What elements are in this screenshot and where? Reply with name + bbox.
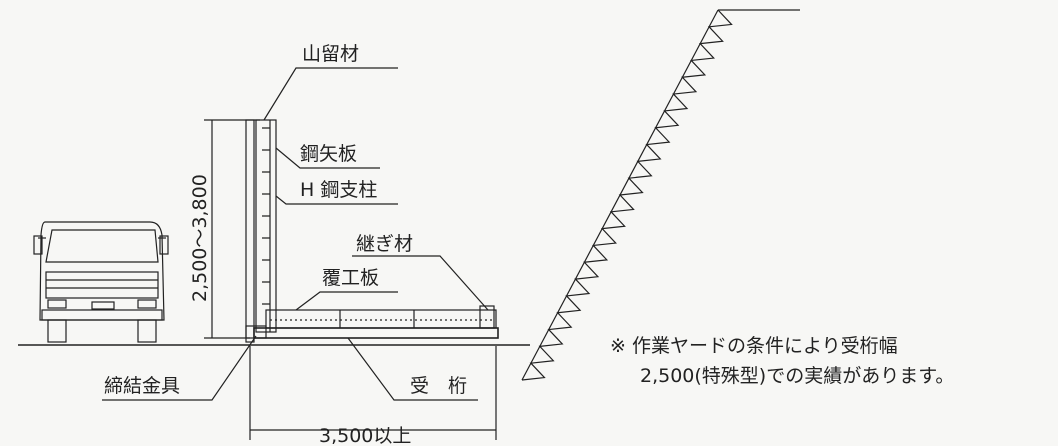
slope-hillside bbox=[521, 9, 800, 381]
label-h-kou-shichu: H 鋼支柱 bbox=[300, 179, 377, 201]
label-yamadomezai: 山留材 bbox=[302, 43, 359, 65]
height-dimension-label: 2,500～3,800 bbox=[189, 174, 211, 302]
label-kouyaita: 鋼矢板 bbox=[300, 143, 357, 165]
deck-and-girder bbox=[253, 305, 499, 339]
label-teiketsu-kanagu: 締結金具 bbox=[104, 375, 180, 397]
label-tsugizai: 継ぎ材 bbox=[356, 233, 413, 255]
retaining-wall bbox=[245, 119, 277, 343]
note-line-2: 2,500(特殊型)での実績があります。 bbox=[640, 365, 954, 387]
note-line-1: ※ 作業ヤードの条件により受桁幅 bbox=[610, 335, 898, 357]
width-dimension bbox=[249, 346, 497, 440]
truck-illustration bbox=[33, 221, 169, 343]
height-dimension bbox=[204, 119, 260, 339]
label-fukkouban: 覆工板 bbox=[322, 267, 379, 289]
label-ukegeta: 受 桁 bbox=[410, 375, 467, 397]
width-dimension-label: 3,500以上 bbox=[319, 425, 411, 446]
